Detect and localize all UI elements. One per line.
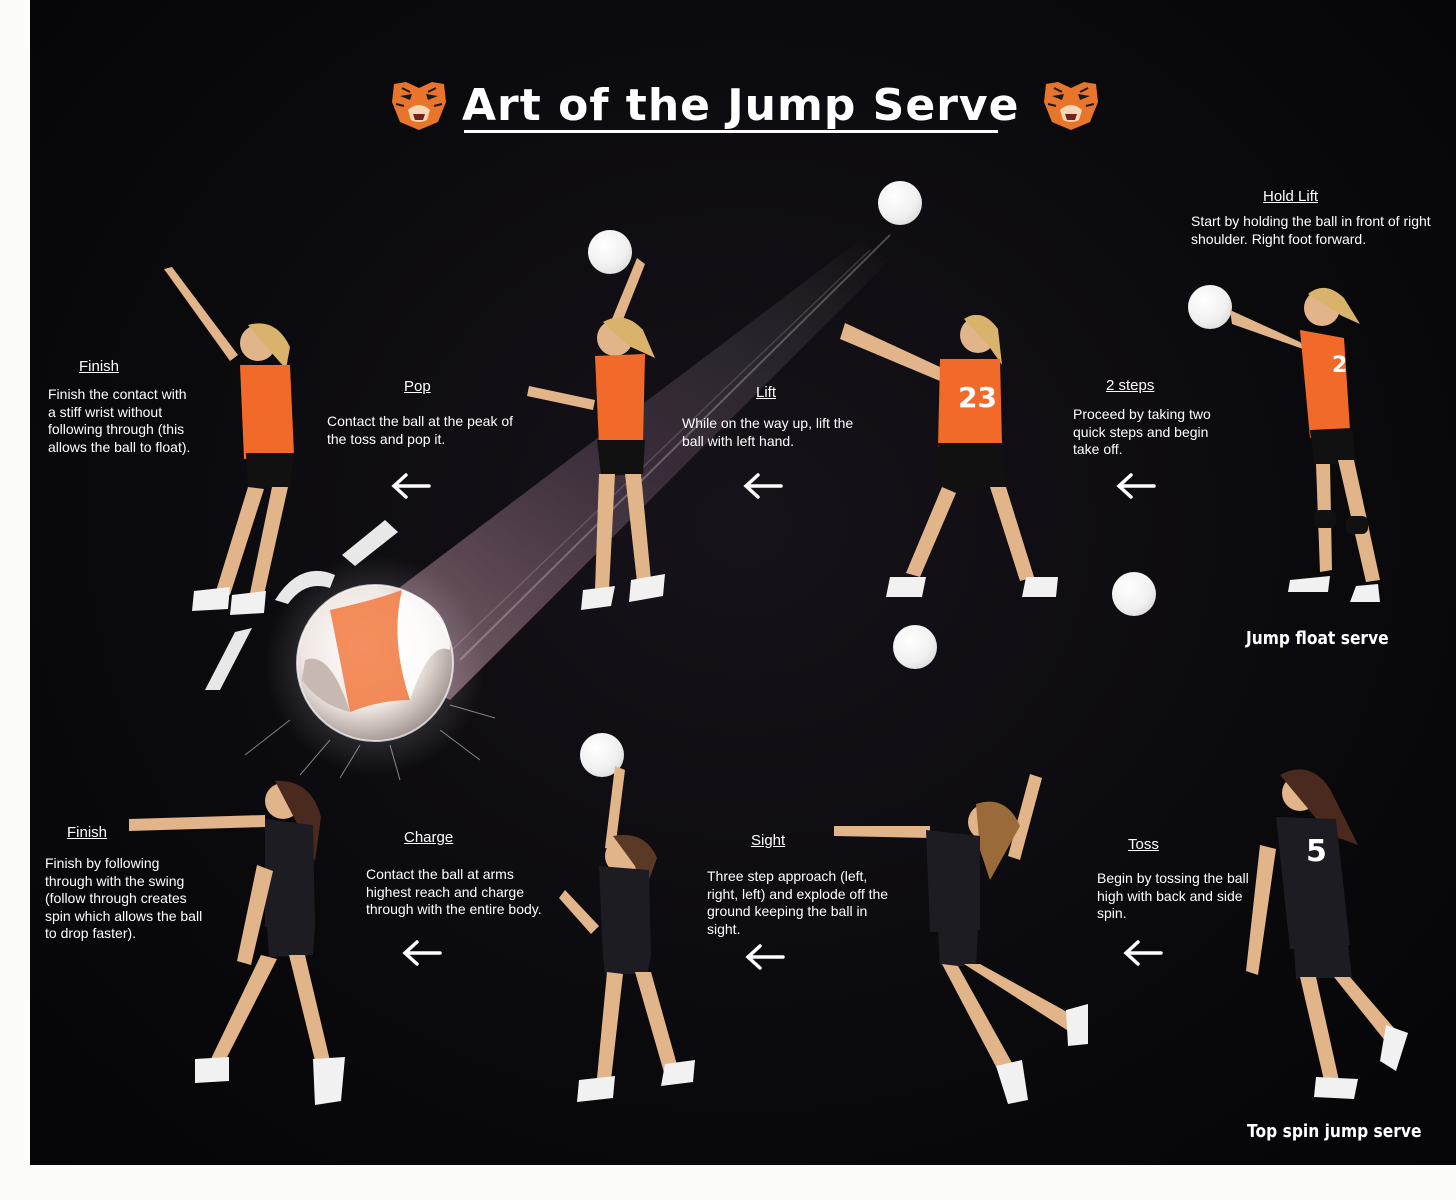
step-text-toss: Begin by tossing the ball high with back… (1097, 870, 1249, 921)
ace-letter-c (275, 570, 335, 604)
step-text-sight: Three step approach (left, right, left) … (707, 868, 889, 937)
step-text-hold-lift: Start by holding the ball in front of ri… (1191, 213, 1431, 247)
step-text-charge: Contact the ball at arms highest reach a… (366, 866, 542, 917)
jersey-number: 2 (1332, 353, 1347, 378)
player-2-steps: 23 (840, 315, 1058, 597)
step-title-sight: Sight (751, 832, 786, 849)
title-banner: Art of the Jump Serve (390, 72, 1110, 142)
step-text-finish-float: Finish the contact with a stiff wrist wi… (48, 386, 191, 455)
step-text-finish-spin: Finish by following through with the swi… (45, 855, 203, 941)
jersey-number: 5 (1306, 834, 1327, 869)
left-arrow-icon (743, 473, 783, 499)
title-underline (464, 130, 998, 133)
player-finish-float (164, 267, 294, 615)
ball-icon (893, 625, 937, 669)
step-text-pop: Contact the ball at the peak of the toss… (327, 413, 514, 447)
step-text-2-steps: Proceed by taking two quick steps and be… (1073, 406, 1211, 457)
ball-icon (1112, 572, 1156, 616)
ball-icon (1188, 285, 1232, 329)
player-hold-lift: 2 (1230, 287, 1380, 602)
step-text-lift: While on the way up, lift the ball with … (682, 415, 854, 449)
step-title-lift: Lift (756, 384, 777, 401)
tiger-head-icon (1044, 82, 1098, 130)
player-toss: 5 (1246, 769, 1408, 1099)
player-sight (834, 774, 1088, 1104)
poster: Art of the Jump Serve Hold Lift Start by… (30, 0, 1456, 1165)
ball-icon (588, 230, 632, 274)
step-title-hold-lift: Hold Lift (1263, 188, 1319, 205)
serve-label-jump-float: Jump float serve (1246, 628, 1389, 649)
player-finish-spin (129, 780, 345, 1105)
step-title-pop: Pop (404, 378, 431, 395)
serve-label-top-spin: Top spin jump serve (1247, 1121, 1422, 1142)
step-title-charge: Charge (404, 829, 454, 846)
ball-icon (878, 181, 922, 225)
step-title-finish-float: Finish (79, 358, 120, 375)
left-arrow-icon (1116, 473, 1156, 499)
tiger-head-icon (392, 82, 446, 130)
step-title-2-steps: 2 steps (1106, 377, 1155, 394)
left-arrow-icon (745, 944, 785, 970)
left-arrow-icon (391, 473, 431, 499)
step-title-finish-spin: Finish (67, 824, 108, 841)
volleyball-graphic (296, 584, 454, 742)
player-charge (559, 766, 695, 1102)
player-lift (527, 258, 665, 610)
left-arrow-icon (1123, 940, 1163, 966)
ace-letter-a (205, 628, 252, 690)
step-title-toss: Toss (1128, 836, 1159, 853)
page-title: Art of the Jump Serve (462, 80, 1020, 131)
jersey-number: 23 (958, 381, 997, 414)
ace-letter-e (342, 520, 398, 566)
left-arrow-icon (402, 940, 442, 966)
